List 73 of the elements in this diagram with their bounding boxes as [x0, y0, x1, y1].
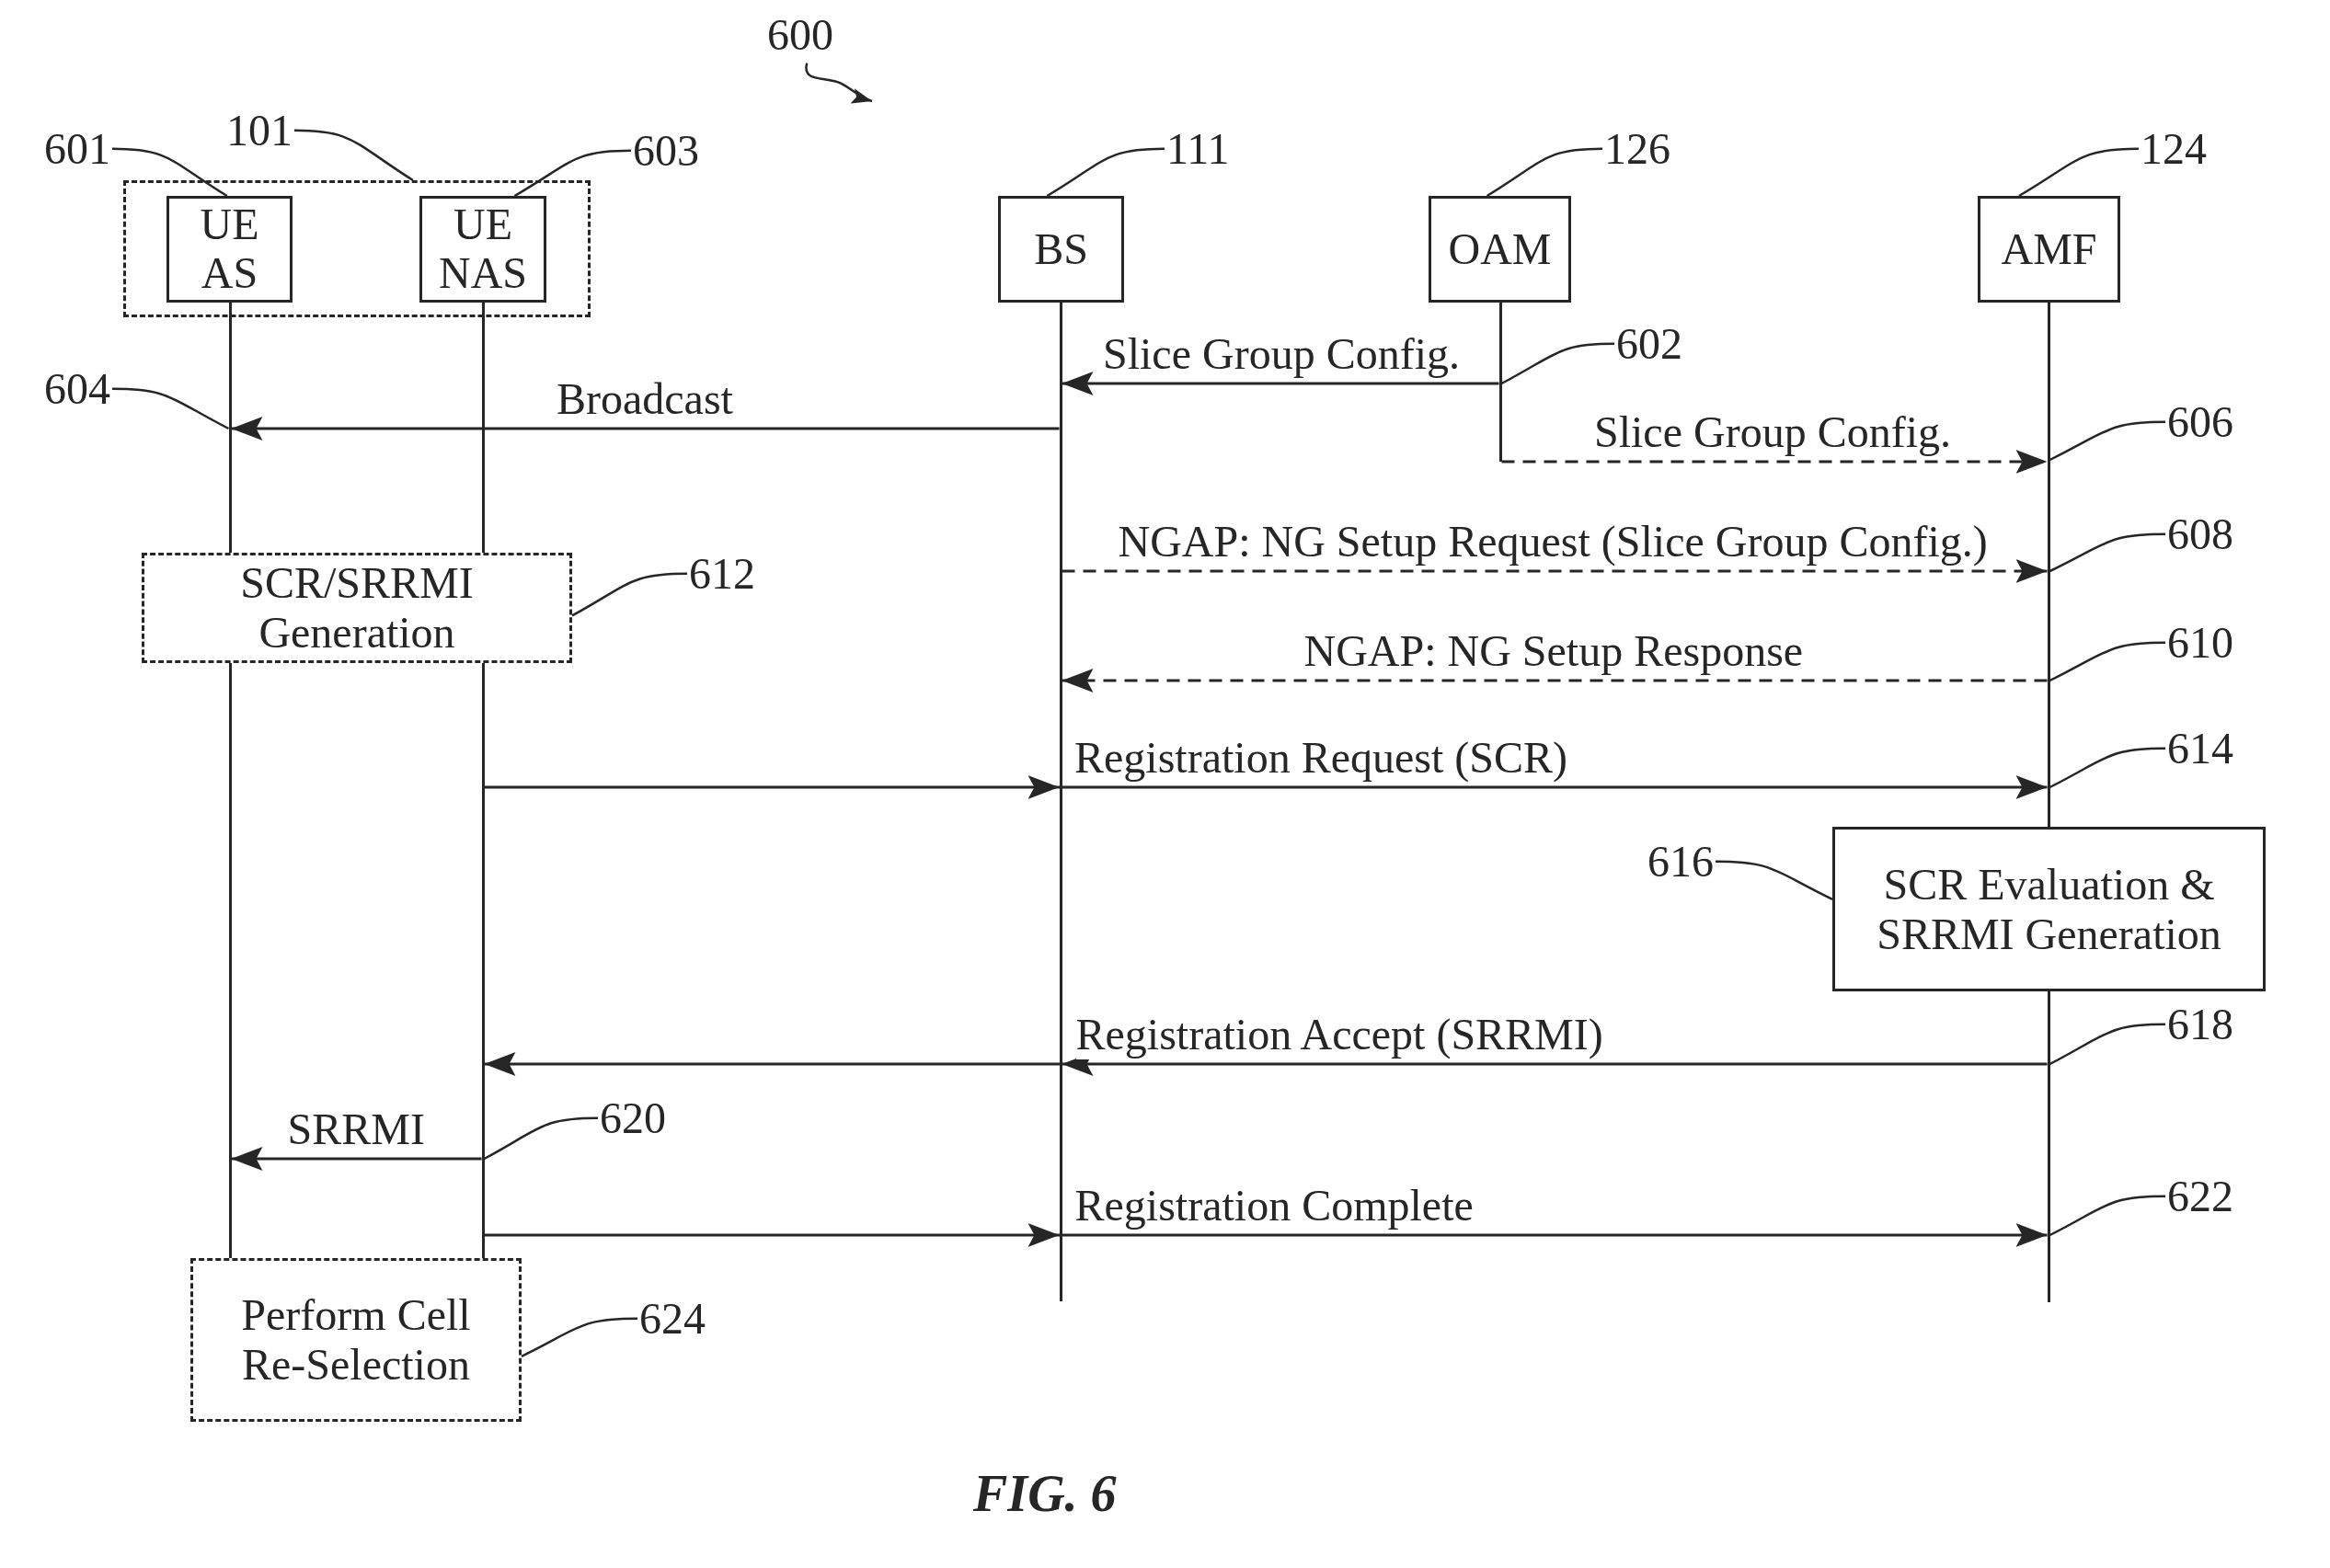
- leader-line: [1500, 342, 1615, 385]
- reference-numeral: 600: [767, 8, 833, 62]
- reference-arrow: [805, 63, 873, 103]
- box-label: Perform Cell Re-Selection: [240, 1290, 472, 1390]
- box-label: OAM: [1448, 224, 1552, 274]
- dashed-group-frame: [123, 180, 591, 317]
- reference-numeral: 124: [2141, 122, 2207, 176]
- leader-line: [2049, 1023, 2165, 1066]
- lifeline: [481, 663, 485, 1258]
- reference-numeral: 608: [2167, 508, 2233, 561]
- reference-numeral: 618: [2167, 998, 2233, 1051]
- leader-line: [483, 1116, 599, 1161]
- leader-line: [1716, 860, 1833, 900]
- leader-line: [2018, 147, 2140, 198]
- reference-numeral: 612: [689, 547, 755, 601]
- reference-numeral: 126: [1604, 122, 1670, 176]
- entity-box: [998, 196, 1124, 303]
- message-arrow: [484, 1223, 2048, 1247]
- reference-numeral: 111: [1166, 122, 1230, 176]
- box-label: UE NAS: [438, 200, 528, 298]
- lifeline: [1498, 303, 1502, 462]
- leader-line: [2049, 641, 2165, 682]
- message-arrow: [1062, 669, 2048, 692]
- dashed-process-box: [190, 1258, 522, 1422]
- leader-line: [112, 387, 230, 430]
- message-arrow: [231, 417, 1060, 441]
- leader-line: [513, 149, 632, 198]
- reference-numeral: 601: [44, 122, 110, 176]
- lifeline: [481, 303, 485, 553]
- reference-numeral: 620: [600, 1092, 666, 1145]
- leader-line: [2049, 532, 2165, 573]
- entity-box: [1429, 196, 1571, 303]
- reference-numeral: 604: [44, 362, 110, 416]
- lifeline: [1059, 303, 1062, 1301]
- reference-numeral: 606: [2167, 395, 2233, 449]
- lifeline: [228, 663, 232, 1258]
- leader-line: [571, 572, 688, 617]
- lifeline: [2047, 303, 2050, 827]
- reference-numeral: 624: [639, 1292, 706, 1345]
- reference-numeral: 614: [2167, 722, 2233, 775]
- entity-box: [419, 196, 546, 303]
- reference-numeral: 602: [1616, 317, 1682, 371]
- reference-numeral: 622: [2167, 1170, 2233, 1223]
- message-arrow: [484, 1052, 2048, 1076]
- leader-line: [2049, 420, 2165, 462]
- box-label: SCR Evaluation & SRRMI Generation: [1876, 859, 2222, 959]
- message-arrow: [231, 1147, 482, 1171]
- leader-line: [2049, 747, 2165, 789]
- message-arrow: [484, 775, 2048, 799]
- leader-line: [111, 147, 228, 198]
- leader-line: [521, 1317, 637, 1357]
- box-label: UE AS: [199, 200, 260, 298]
- reference-numeral: 616: [1647, 835, 1714, 888]
- dashed-process-box: [142, 553, 572, 663]
- reference-numeral: 610: [2167, 616, 2233, 670]
- lifeline: [228, 303, 232, 553]
- message-arrow: [1062, 372, 1499, 395]
- leader-line: [2049, 1195, 2165, 1237]
- message-arrow: [1062, 559, 2048, 583]
- entity-box: [1978, 196, 2120, 303]
- reference-numeral: 603: [633, 124, 699, 177]
- entity-box: [166, 196, 293, 303]
- message-arrow: [1501, 450, 2048, 474]
- leader-line: [1486, 147, 1603, 198]
- figure-caption: FIG. 6: [973, 1463, 1117, 1524]
- box-label: SCR/SRRMI Generation: [239, 558, 475, 658]
- leader-line: [293, 129, 414, 182]
- leader-line: [1046, 147, 1165, 198]
- process-box: [1832, 827, 2266, 991]
- lifeline: [2047, 991, 2050, 1302]
- box-label: BS: [1034, 224, 1088, 274]
- reference-numeral: 101: [226, 104, 293, 157]
- box-label: AMF: [2001, 224, 2097, 274]
